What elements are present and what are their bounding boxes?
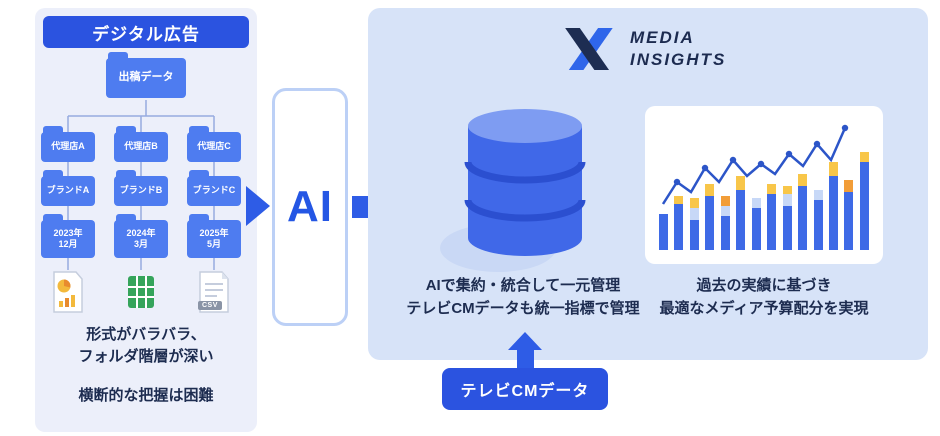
arrow-left-to-ai-icon <box>246 186 270 226</box>
folder-root: 出稿データ <box>106 52 186 98</box>
chart-caption-line-1: 過去の実績に基づき <box>696 277 832 294</box>
left-caption-difficulty: 横断的な把握は困難 <box>78 387 214 404</box>
media-insights-logo: MEDIA INSIGHTS <box>556 24 726 74</box>
left-caption-line-1: 形式がバラバラ、 <box>86 326 206 343</box>
left-caption-line-2: フォルダ階層が深い <box>78 348 214 365</box>
folder-agency-a: 代理店A <box>41 126 95 162</box>
db-caption-line-2: テレビCMデータも統一指標で管理 <box>406 300 640 317</box>
folder-date-2: 2024年 3月 <box>114 214 168 258</box>
folder-agency-c-label: 代理店C <box>197 141 231 152</box>
digital-ads-title: デジタル広告 <box>43 16 249 48</box>
folder-root-label: 出稿データ <box>118 71 174 84</box>
folder-date-1-label: 2023年 12月 <box>53 227 83 249</box>
csv-file-icon: CSV <box>197 270 231 314</box>
csv-badge-label: CSV <box>198 301 222 310</box>
pie-chart-report-icon <box>51 270 85 314</box>
folder-brand-a: ブランドA <box>41 170 95 206</box>
folder-date-1: 2023年 12月 <box>41 214 95 258</box>
folder-brand-b-label: ブランドB <box>119 185 163 196</box>
folder-date-3: 2025年 5月 <box>187 214 241 258</box>
folder-agency-c: 代理店C <box>187 126 241 162</box>
digital-ads-panel: デジタル広告 出稿データ 代理店A 代理店B 代理店C ブランドA ブランドB … <box>35 8 257 432</box>
chart-bars <box>659 120 869 250</box>
logo-line-insights: INSIGHTS <box>630 50 727 69</box>
ai-box: AI <box>272 88 348 326</box>
db-caption: AIで集約・統合して一元管理 テレビCMデータも統一指標で管理 <box>373 274 673 320</box>
chart-caption: 過去の実績に基づき 最適なメディア予算配分を実現 <box>630 274 898 320</box>
arrow-tvcm-to-platform-icon <box>517 348 534 370</box>
folder-brand-c-label: ブランドC <box>192 185 236 196</box>
folder-agency-b: 代理店B <box>114 126 168 162</box>
spreadsheet-icon <box>124 270 158 314</box>
tvcm-data-box: テレビCMデータ <box>442 368 608 410</box>
media-insights-logo-text: MEDIA INSIGHTS <box>630 27 726 71</box>
db-caption-line-1: AIで集約・統合して一元管理 <box>425 277 621 294</box>
folder-date-3-label: 2025年 5月 <box>199 227 229 249</box>
x-logo-icon <box>565 27 613 71</box>
folder-agency-a-label: 代理店A <box>51 141 85 152</box>
arrow-tvcm-to-platform-head-icon <box>508 332 542 350</box>
tvcm-data-label: テレビCMデータ <box>460 383 590 400</box>
folder-agency-b-label: 代理店B <box>124 141 158 152</box>
ai-label: AI <box>287 182 333 231</box>
left-caption-formats: 形式がバラバラ、 フォルダ階層が深い <box>35 324 257 368</box>
folder-date-2-label: 2024年 3月 <box>126 227 156 249</box>
folder-tree-connectors <box>67 100 215 270</box>
logo-line-media: MEDIA <box>630 28 695 47</box>
folder-brand-a-label: ブランドA <box>46 185 90 196</box>
folder-brand-b: ブランドB <box>114 170 168 206</box>
media-insights-panel: MEDIA INSIGHTS AIで集約・統合して一元管理 テレビCMデータも統… <box>368 8 928 360</box>
folder-brand-c: ブランドC <box>187 170 241 206</box>
chart-trend-line <box>661 124 849 205</box>
chart-illustration <box>645 106 883 264</box>
database-icon <box>440 109 586 272</box>
chart-caption-line-2: 最適なメディア予算配分を実現 <box>659 300 869 317</box>
